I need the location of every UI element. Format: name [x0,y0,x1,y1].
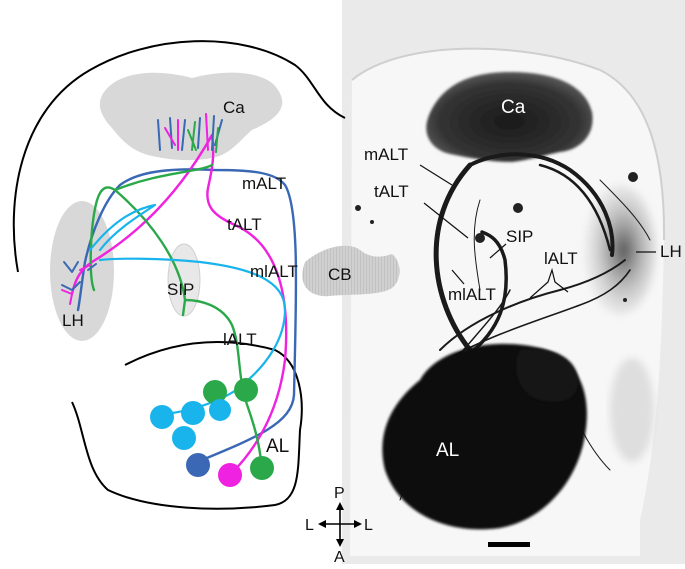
background-blob [610,358,654,462]
arbor-magenta [164,113,209,151]
micrograph-label-lh: LH [660,242,682,261]
schematic-label-al: AL [266,436,289,457]
tract-malt-left [433,162,473,353]
tract-malt-arc [468,152,615,257]
micrograph-tracts [399,152,651,501]
arrow-left-icon [318,520,326,528]
micrograph-calyx [426,72,593,162]
lh-terminal-blue [61,261,97,291]
glomerulus-cyan [181,401,205,425]
micrograph-label-sip: SIP [506,227,533,246]
tissue-edge [351,47,666,241]
tract-cyan [88,203,287,416]
axis-label-left-lateral: L [305,517,314,534]
axis-label-anterior: A [334,549,345,564]
scale-bar [488,542,530,547]
lh-terminal-magenta [61,264,91,305]
micrograph-al-lobe-upper [516,349,579,402]
fiber-lh-1 [599,179,651,241]
schematic-label-cb: CB [328,265,352,284]
tract-malt-blue [76,168,298,467]
speck [513,203,523,213]
orientation-axes: P A L L [305,485,373,566]
arbor-green [187,121,219,153]
glomerulus-cyan [172,426,196,450]
glomerulus-cyan [209,399,231,421]
schematic-tracts [61,113,298,477]
tract-lalt-1 [439,259,626,351]
micrograph-specks [355,172,638,302]
micrograph-label-mlalt: mlALT [448,285,496,304]
tract-malt-inner [538,163,612,252]
axis-label-posterior: P [334,485,345,502]
schematic-glomeruli [150,378,274,487]
schematic-label-lalt: lALT [223,330,257,349]
tract-lalt-2 [449,269,631,359]
micrograph-label-malt: mALT [364,145,408,164]
schematic-label-mlalt: mlALT [250,262,298,281]
schematic-label-malt: mALT [242,174,286,193]
speck [628,172,638,182]
tract-talt [466,230,508,357]
pointer-sip [489,243,507,259]
tract-green [89,163,264,470]
micrograph-label-lalt: lALT [544,249,578,268]
micrograph-panel: Ca mALT tALT SIP lALT mlALT LH AL [342,0,685,564]
schematic-panel: Ca mALT tALT mlALT lALT SIP LH AL CB [12,40,400,510]
micrograph-label-talt: tALT [374,182,409,201]
speck [355,205,361,211]
axis-label-right-lateral: L [364,517,373,534]
glomerulus-green [234,378,258,402]
speck [370,220,374,224]
brain-outline-lower [71,341,303,510]
schematic-label-sip: SIP [167,280,194,299]
glomerulus-green [250,456,274,480]
arrow-down-icon [336,539,344,547]
pointer-talt [423,202,469,239]
micrograph-lateral-horn [584,185,656,315]
glomerulus-green [203,380,227,404]
micrograph-label-al: AL [436,440,459,461]
schematic-label-ca: Ca [223,98,245,117]
schematic-calyx [99,72,283,161]
pointer-malt [419,164,453,186]
arrow-up-icon [336,502,344,510]
speck [475,233,485,243]
arrow-right-icon [354,520,362,528]
schematic-cb [302,245,400,297]
arbor-blue [157,115,223,151]
pointer-mlalt [451,269,465,285]
glomerulus-magenta [218,463,242,487]
fiber-mid [473,199,481,291]
brain-outline-upper [12,40,346,273]
schematic-label-talt: tALT [227,215,262,234]
schematic-label-lh: LH [62,311,84,330]
micrograph-label-ca: Ca [501,97,526,118]
glomerulus-blue [186,453,210,477]
speck [623,298,627,302]
glomerulus-cyan [150,405,174,429]
tract-talt-magenta [70,133,288,477]
pointer-lalt [529,267,569,299]
